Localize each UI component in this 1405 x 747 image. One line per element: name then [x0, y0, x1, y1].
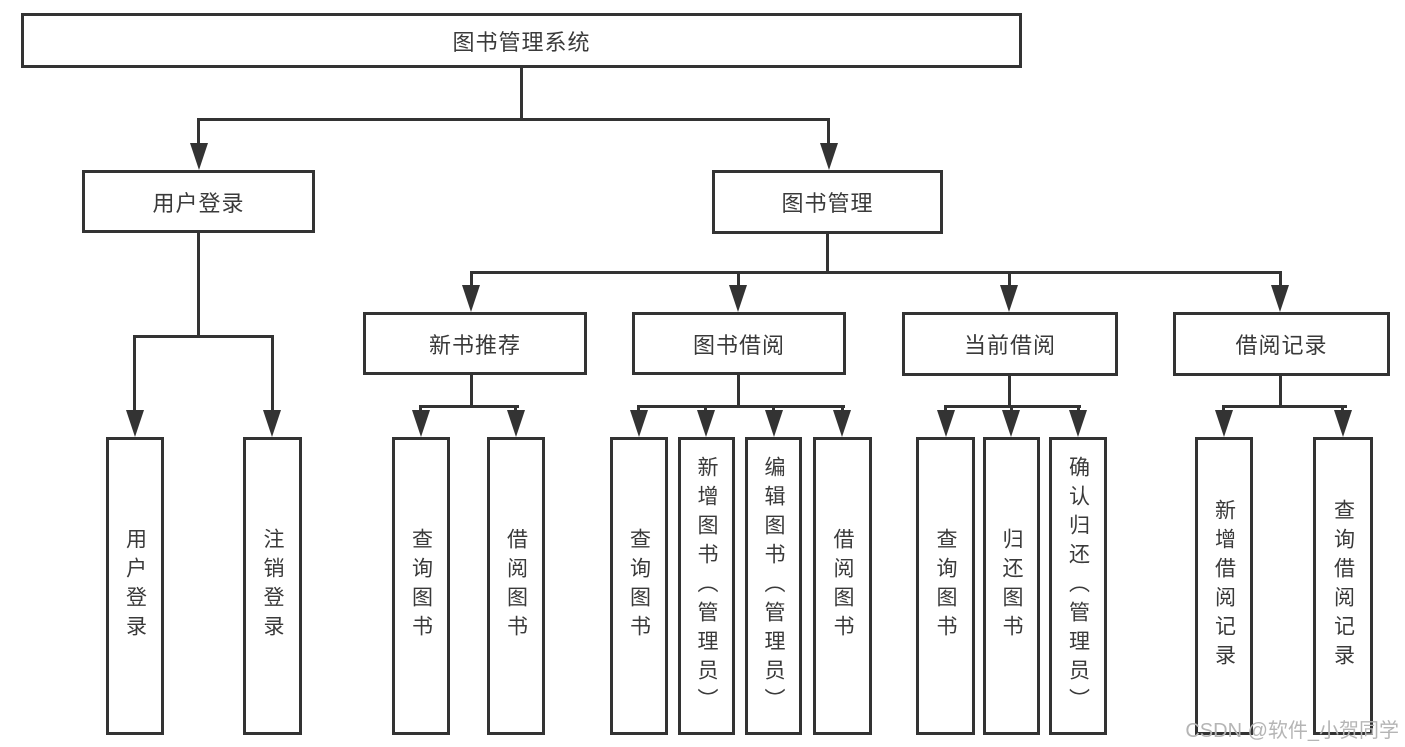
- connector-root-stem: [520, 68, 523, 118]
- node-root: 图书管理系统: [21, 13, 1022, 68]
- connector-user-login-rail: [133, 335, 274, 338]
- connector-book-mgmt-drop: [827, 118, 830, 150]
- arrowhead-bb-add: [697, 410, 715, 437]
- leaf-records-query-record: 查询借阅记录: [1313, 437, 1373, 735]
- arrowhead-book-borrow: [729, 285, 747, 312]
- connector-book-mgmt-rail: [470, 271, 1282, 274]
- connector-borrow-records-stem: [1279, 376, 1282, 405]
- leaf-current-query-books-label: 查询图书: [934, 528, 957, 644]
- connector-new-book-rail: [419, 405, 519, 408]
- node-root-label: 图书管理系统: [452, 29, 591, 55]
- leaf-newbook-borrow-books: 借阅图书: [487, 437, 545, 735]
- node-book-mgmt-label: 图书管理: [781, 191, 874, 216]
- connector-leaf-logout-drop: [271, 335, 274, 413]
- leaf-current-return-books-label: 归还图书: [1000, 528, 1023, 644]
- node-new-book-recommend: 新书推荐: [363, 312, 587, 375]
- arrowhead-nb-query: [412, 410, 430, 437]
- connector-new-book-stem: [470, 375, 473, 405]
- leaf-borrow-add-books-label: 新增图书（管理员）: [695, 455, 718, 717]
- node-new-book-recommend-label: 新书推荐: [428, 332, 521, 358]
- connector-user-login-drop: [197, 118, 200, 150]
- arrowhead-bb-borrow: [833, 410, 851, 437]
- connector-book-borrow-drop: [737, 271, 740, 291]
- node-book-borrow-label: 图书借阅: [692, 332, 785, 358]
- leaf-current-confirm-return: 确认归还（管理员）: [1049, 437, 1107, 735]
- arrowhead-leaf-user-login: [126, 410, 144, 437]
- connector-book-borrow-stem: [737, 375, 740, 405]
- csdn-watermark: CSDN @软件_小贺同学: [1185, 720, 1399, 742]
- connector-current-borrow-drop: [1008, 271, 1011, 291]
- leaf-borrow-add-books: 新增图书（管理员）: [678, 437, 735, 735]
- node-user-login: 用户登录: [82, 170, 315, 233]
- node-user-login-label: 用户登录: [152, 190, 245, 216]
- leaf-user-login-label: 用户登录: [123, 528, 147, 644]
- leaf-user-login: 用户登录: [106, 437, 164, 735]
- arrowhead-new-book: [462, 285, 480, 312]
- node-current-borrow: 当前借阅: [902, 312, 1118, 376]
- connector-book-mgmt-stem: [826, 234, 829, 271]
- leaf-records-add-record: 新增借阅记录: [1195, 437, 1253, 735]
- arrowhead-book-mgmt: [820, 143, 838, 170]
- connector-current-borrow-stem: [1008, 376, 1011, 405]
- connector-new-book-drop: [470, 271, 473, 291]
- connector-borrow-records-drop: [1279, 271, 1282, 291]
- node-book-mgmt: 图书管理: [712, 170, 943, 234]
- leaf-borrow-query-books-label: 查询图书: [627, 528, 651, 644]
- leaf-records-add-record-label: 新增借阅记录: [1212, 499, 1236, 673]
- connector-book-borrow-rail: [637, 405, 845, 408]
- arrowhead-current-borrow: [1000, 285, 1018, 312]
- arrowhead-bb-query: [630, 410, 648, 437]
- leaf-newbook-borrow-books-label: 借阅图书: [504, 528, 528, 644]
- connector-leaf-user-login-drop: [133, 335, 136, 413]
- node-borrow-records-label: 借阅记录: [1235, 333, 1328, 358]
- connector-borrow-records-rail: [1222, 405, 1347, 408]
- leaf-borrow-borrow-books-label: 借阅图书: [831, 528, 854, 644]
- leaf-records-query-record-label: 查询借阅记录: [1331, 499, 1355, 673]
- node-borrow-records: 借阅记录: [1173, 312, 1390, 376]
- connector-root-rail: [197, 118, 830, 121]
- leaf-borrow-edit-books-label: 编辑图书（管理员）: [762, 455, 785, 717]
- arrowhead-cb-confirm: [1069, 410, 1087, 437]
- leaf-logout: 注销登录: [243, 437, 302, 735]
- arrowhead-bb-edit: [765, 410, 783, 437]
- connector-user-login-stem: [197, 233, 200, 335]
- leaf-logout-label: 注销登录: [261, 528, 284, 644]
- arrowhead-cb-query: [937, 410, 955, 437]
- node-book-borrow: 图书借阅: [632, 312, 846, 375]
- leaf-borrow-query-books: 查询图书: [610, 437, 668, 735]
- arrowhead-br-query: [1334, 410, 1352, 437]
- arrowhead-leaf-logout: [263, 410, 281, 437]
- leaf-current-return-books: 归还图书: [983, 437, 1040, 735]
- leaf-borrow-edit-books: 编辑图书（管理员）: [745, 437, 802, 735]
- arrowhead-borrow-records: [1271, 285, 1289, 312]
- arrowhead-user-login: [190, 143, 208, 170]
- leaf-newbook-query-books: 查询图书: [392, 437, 450, 735]
- leaf-borrow-borrow-books: 借阅图书: [813, 437, 872, 735]
- arrowhead-nb-borrow: [507, 410, 525, 437]
- leaf-newbook-query-books-label: 查询图书: [409, 528, 433, 644]
- arrowhead-br-add: [1215, 410, 1233, 437]
- leaf-current-query-books: 查询图书: [916, 437, 975, 735]
- arrowhead-cb-return: [1002, 410, 1020, 437]
- leaf-current-confirm-return-label: 确认归还（管理员）: [1066, 455, 1090, 717]
- node-current-borrow-label: 当前借阅: [963, 333, 1056, 358]
